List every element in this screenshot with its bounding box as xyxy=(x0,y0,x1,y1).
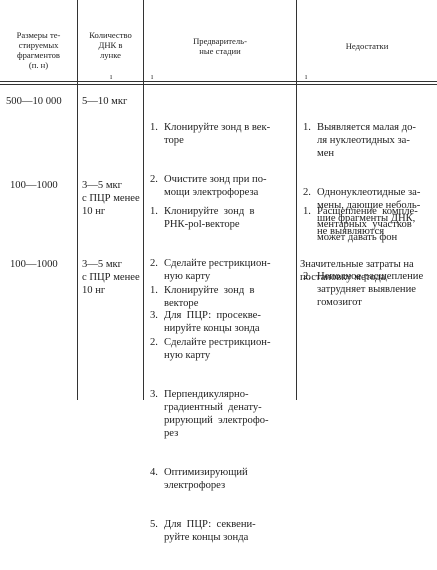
list-item: 2. Очистите зонд при по- мощи электрофоре… xyxy=(150,173,270,199)
row-3-steps: 1. Клонируйте зонд в векторе 2. Сделайте р… xyxy=(150,258,270,570)
item-text: Для ПЦР: секвени- руйте концы зонда xyxy=(164,519,256,543)
list-item: 1. Клонируйте зонд в РНК-pol-векторе xyxy=(150,205,270,231)
item-text: Перпендикулярно- градиентный денату- рир… xyxy=(164,389,269,439)
column-divider xyxy=(143,0,144,400)
list-item: 1. Клонируйте зонд в векторе xyxy=(150,284,270,310)
row-3-dna-amount: 3—5 мкг с ПЦР менее 10 нг xyxy=(82,259,140,296)
list-item: 1. Выявляется малая до- ля нуклеотидных з… xyxy=(303,121,420,160)
row-3-drawbacks: Значительные затраты на постановку метод… xyxy=(300,259,414,283)
item-number: 2. xyxy=(150,337,158,348)
list-item: 3. Для ПЦР: просекве- нируйте концы зонда xyxy=(150,309,270,335)
column-tick: ı xyxy=(151,72,154,81)
item-text: Оптимизирующий электрофорез xyxy=(164,467,248,491)
item-text: Однонуклеотидные за- мены, дающие неболь… xyxy=(317,187,421,237)
item-text: Клонируйте зонд в век- торе xyxy=(164,122,271,146)
column-tick: ı xyxy=(110,72,113,81)
list-item: 1. Расщепление компле- ментарных участков… xyxy=(303,205,423,244)
item-text: Клонируйте зонд в векторе xyxy=(164,285,255,309)
item-number: 1. xyxy=(150,285,158,296)
item-text: Для ПЦР: просекве- нируйте концы зонда xyxy=(164,310,261,334)
item-number: 2. xyxy=(303,187,311,198)
item-number: 1. xyxy=(303,206,311,217)
item-number: 2. xyxy=(150,258,158,269)
item-number: 4. xyxy=(150,467,158,478)
row-2-fragment-size: 100—1000 xyxy=(10,180,58,191)
item-number: 1. xyxy=(150,206,158,217)
item-text: Неполное расщепление затрудняет выявлени… xyxy=(317,271,424,308)
item-number: 2. xyxy=(303,271,311,282)
row-1-fragment-size: 500—10 000 xyxy=(6,96,62,107)
list-item: 4. Оптимизирующий электрофорез xyxy=(150,466,270,492)
header-dna-amount: Количество ДНК в лунке xyxy=(89,30,132,60)
item-number: 1. xyxy=(303,122,311,133)
item-number: 3. xyxy=(150,310,158,321)
header-preliminary-steps: Предваритель- ные стадии xyxy=(193,36,247,56)
row-2-dna-amount: 3—5 мкг с ПЦР менее 10 нг xyxy=(82,180,140,217)
list-item: 5. Для ПЦР: секвени- руйте концы зонда xyxy=(150,518,270,544)
item-number: 1. xyxy=(150,122,158,133)
data-table: ı ı ı Размеры те- стируемых фрагментов (… xyxy=(0,0,437,543)
row-3-fragment-size: 100—1000 xyxy=(10,259,58,270)
list-item: 2. Сделайте рестрикцион- ную карту xyxy=(150,257,270,283)
item-text: Сделайте рестрикцион- ную карту xyxy=(164,337,271,361)
item-text: Выявляется малая до- ля нуклеотидных за-… xyxy=(317,122,416,159)
row-1-dna-amount: 5—10 мкг xyxy=(82,96,128,107)
item-number: 5. xyxy=(150,519,158,530)
list-item: 2. Сделайте рестрикцион- ную карту xyxy=(150,336,270,362)
list-item: 3. Перпендикулярно- градиентный денату- р… xyxy=(150,388,270,440)
item-text: Расщепление компле- ментарных участков м… xyxy=(317,206,418,243)
row-1-drawbacks: 1. Выявляется малая до- ля нуклеотидных з… xyxy=(303,95,420,264)
header-drawbacks: Недостатки xyxy=(345,41,389,51)
item-text: Клонируйте зонд в РНК-pol-векторе xyxy=(164,206,255,230)
list-item: 1. Клонируйте зонд в век- торе xyxy=(150,121,270,147)
row-2-steps: 1. Клонируйте зонд в РНК-pol-векторе 2. Сд… xyxy=(150,179,270,361)
item-text: Очистите зонд при по- мощи электрофореза xyxy=(164,174,267,198)
row-1-steps: 1. Клонируйте зонд в век- торе 2. Очистите… xyxy=(150,95,270,225)
header-rule xyxy=(0,81,437,82)
column-divider xyxy=(296,0,297,400)
list-item: 2. Неполное расщепление затрудняет выявле… xyxy=(303,270,423,309)
column-divider xyxy=(77,0,78,400)
item-text: Сделайте рестрикцион- ную карту xyxy=(164,258,271,282)
header-rule xyxy=(0,84,437,85)
item-number: 3. xyxy=(150,389,158,400)
row-2-drawbacks: 1. Расщепление компле- ментарных участков… xyxy=(303,179,423,335)
item-number: 2. xyxy=(150,174,158,185)
column-tick: ı xyxy=(305,72,308,81)
list-item: 2. Однонуклеотидные за- мены, дающие небо… xyxy=(303,186,420,238)
header-fragment-size: Размеры те- стируемых фрагментов (п. н) xyxy=(16,30,61,70)
